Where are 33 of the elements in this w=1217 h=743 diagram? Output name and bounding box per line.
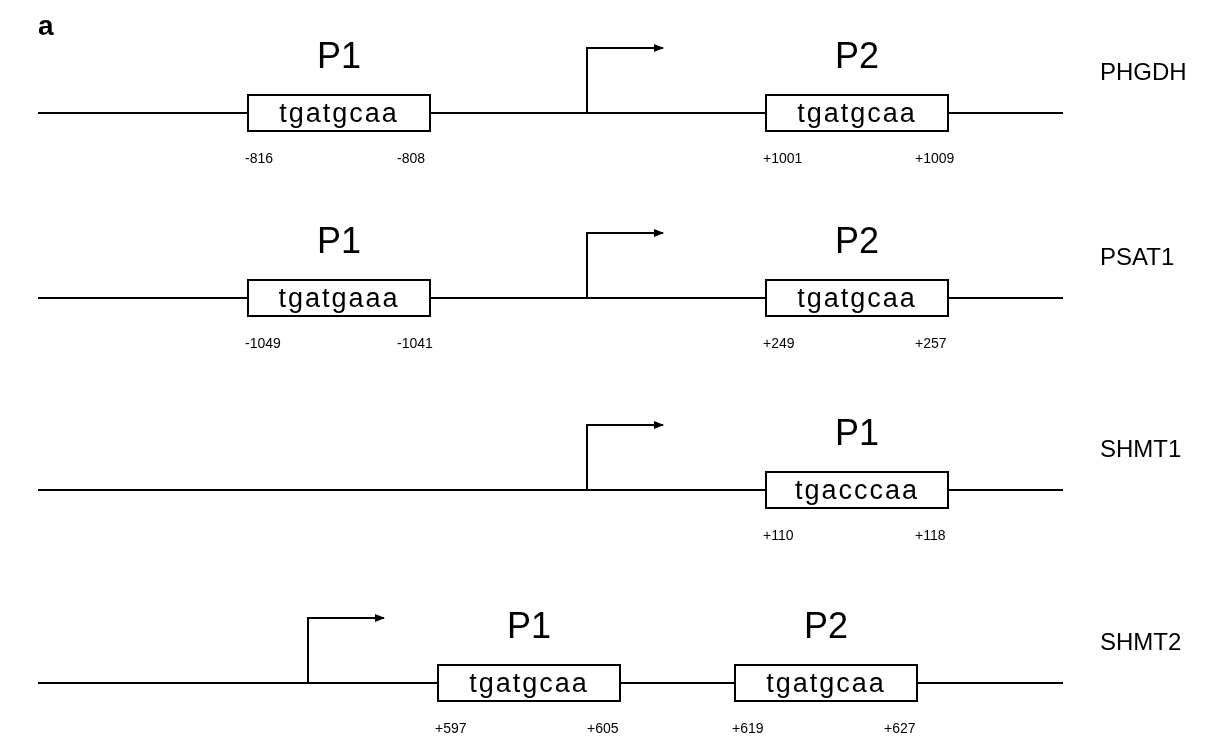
motif-label: P1 <box>833 413 880 453</box>
motif-label: P2 <box>802 606 849 646</box>
motif-label: P1 <box>505 606 552 646</box>
motif-label: P2 <box>833 36 880 76</box>
gene-name: PSAT1 <box>1100 243 1175 271</box>
position-label: -816 <box>245 150 274 166</box>
position-label: +597 <box>435 720 467 736</box>
position-label: +627 <box>884 720 916 736</box>
motif-label: P2 <box>833 221 880 261</box>
sequence-box: tgatgcaa <box>734 664 918 702</box>
sequence-box: tgatgcaa <box>247 94 431 132</box>
position-label: +1001 <box>763 150 803 166</box>
position-label: -808 <box>397 150 426 166</box>
position-label: +605 <box>587 720 619 736</box>
position-label: +1009 <box>915 150 955 166</box>
position-label: -1041 <box>397 335 433 351</box>
position-label: +619 <box>732 720 764 736</box>
sequence-box: tgacccaa <box>765 471 949 509</box>
position-label: +118 <box>915 527 946 543</box>
panel-letter: a <box>38 10 54 42</box>
gene-name: SHMT1 <box>1100 435 1182 463</box>
motif-label: P1 <box>315 36 362 76</box>
position-label: -1049 <box>245 335 281 351</box>
gene-name: SHMT2 <box>1100 628 1182 656</box>
position-label: +249 <box>763 335 795 351</box>
sequence-box: tgatgcaa <box>765 94 949 132</box>
gene-name: PHGDH <box>1100 58 1187 86</box>
motif-label: P1 <box>315 221 362 261</box>
sequence-box: tgatgaaa <box>247 279 431 317</box>
position-label: +257 <box>915 335 947 351</box>
sequence-box: tgatgcaa <box>765 279 949 317</box>
sequence-box: tgatgcaa <box>437 664 621 702</box>
position-label: +110 <box>763 527 794 543</box>
